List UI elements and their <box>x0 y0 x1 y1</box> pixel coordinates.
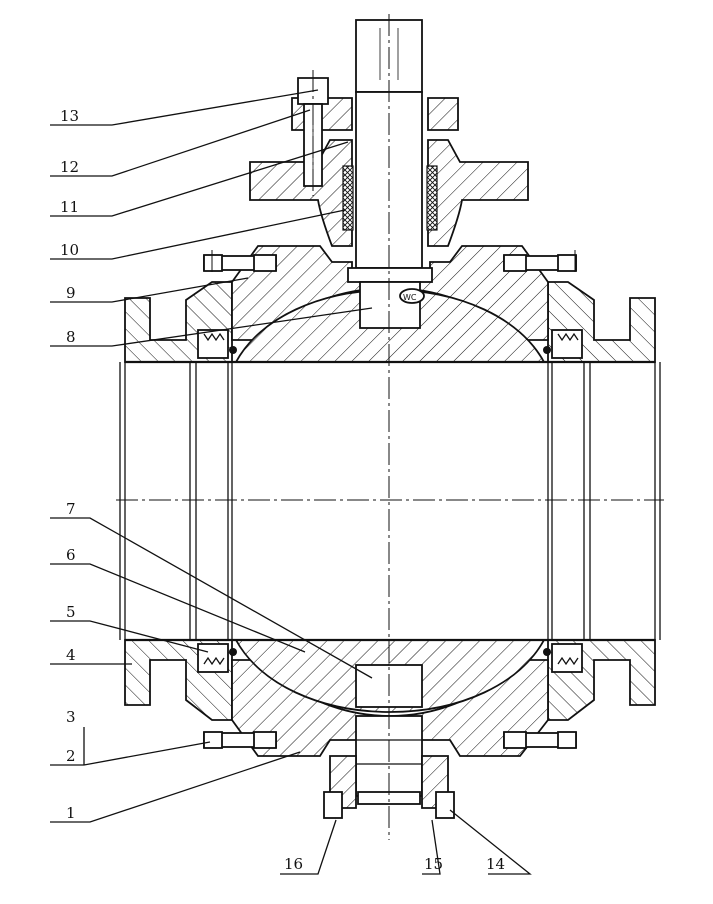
body-bolts <box>203 254 577 749</box>
seat-rings <box>197 329 583 673</box>
callout-12: 12 <box>60 158 79 176</box>
callout-15: 15 <box>424 855 443 873</box>
callout-7: 7 <box>66 500 76 518</box>
callout-8: 8 <box>66 328 76 346</box>
lower-trunnion <box>323 715 455 819</box>
bore <box>125 360 655 642</box>
leader-lines <box>50 89 532 875</box>
callout-11: 11 <box>60 198 79 216</box>
callout-9: 9 <box>66 284 76 302</box>
stem-mark: WC <box>403 293 417 302</box>
callout-1: 1 <box>66 804 76 822</box>
stem-packing <box>342 165 438 231</box>
callout-3: 3 <box>66 708 76 726</box>
ball <box>234 289 546 713</box>
callout-10: 10 <box>60 241 79 259</box>
callout-14: 14 <box>486 855 505 873</box>
stem: WC <box>347 19 433 329</box>
callout-4: 4 <box>66 646 76 664</box>
callout-5: 5 <box>66 603 76 621</box>
callout-6: 6 <box>66 546 76 564</box>
bonnet <box>249 139 529 247</box>
callout-13: 13 <box>60 107 79 125</box>
callout-16: 16 <box>284 855 303 873</box>
callout-2: 2 <box>66 747 76 765</box>
callout-labels: 13 12 11 10 9 8 7 6 5 4 3 2 1 14 15 16 <box>60 107 505 873</box>
